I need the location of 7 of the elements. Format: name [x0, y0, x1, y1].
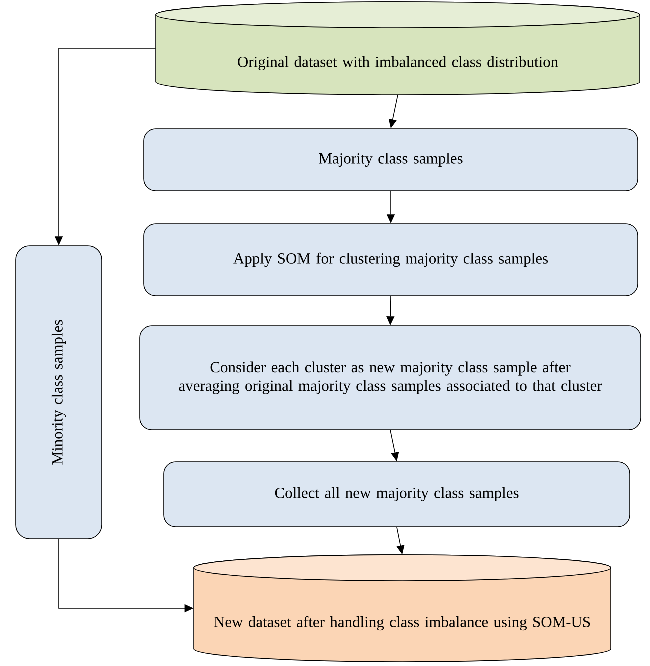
- cylinder: Original dataset with imbalanced class distribution: [156, 2, 640, 96]
- process-box: Majority class samples: [144, 128, 638, 192]
- cylinder: New dataset after handling class imbalance using SOM-US: [194, 554, 612, 662]
- process-box: Consider each cluster as new majority class sample after averaging original majority class samples associated to that cluster: [140, 326, 642, 430]
- process-box: Minority class samples: [16, 246, 102, 540]
- process-box: Apply SOM for clustering majority class samples: [144, 224, 638, 296]
- process-box: Collect all new majority class samples: [164, 462, 630, 528]
